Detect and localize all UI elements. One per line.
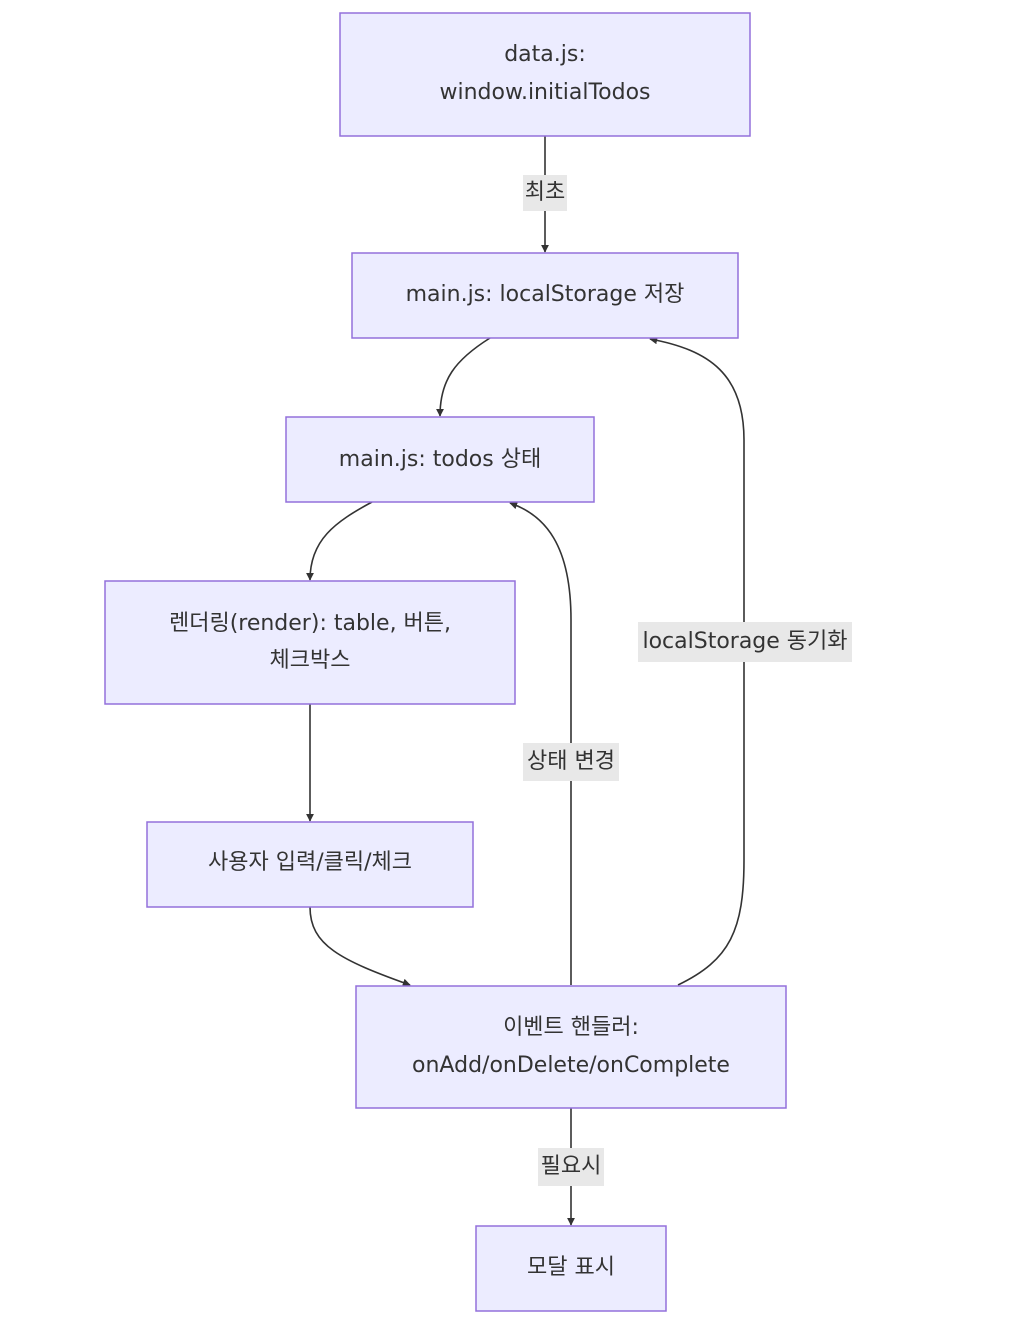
node-todos-state: main.js: todos 상태 — [285, 416, 595, 503]
edge-handler-to-state — [509, 501, 572, 985]
edge-state-to-render — [306, 501, 373, 581]
node-event-handler-line1: 이벤트 핸들러: — [503, 1015, 639, 1040]
node-render: 렌더링(render): table, 버튼, 체크박스 — [104, 580, 516, 705]
edge-label-initial: 최초 — [523, 175, 567, 211]
edge-label-state-change-text: 상태 변경 — [527, 749, 615, 774]
node-event-handler: 이벤트 핸들러: onAdd/onDelete/onComplete — [355, 985, 787, 1109]
edge-label-state-change: 상태 변경 — [523, 743, 619, 781]
edge-label-if-needed-text: 필요시 — [541, 1154, 602, 1179]
edge-storage-to-state — [436, 337, 491, 417]
node-local-storage: main.js: localStorage 저장 — [351, 252, 739, 339]
node-data-js-line2: window.initialTodos — [440, 80, 651, 105]
node-render-line2: 체크박스 — [270, 648, 351, 673]
node-local-storage-label: main.js: localStorage 저장 — [406, 282, 685, 307]
edge-label-sync-text: localStorage 동기화 — [642, 629, 847, 654]
edge-label-initial-text: 최초 — [525, 180, 565, 205]
node-render-line1: 렌더링(render): table, 버튼, — [169, 611, 451, 636]
node-data-js-line1: data.js: — [504, 42, 586, 67]
node-event-handler-line2: onAdd/onDelete/onComplete — [412, 1053, 730, 1078]
edge-label-if-needed: 필요시 — [538, 1148, 604, 1186]
node-data-js: data.js: window.initialTodos — [339, 12, 751, 137]
node-modal: 모달 표시 — [475, 1225, 667, 1312]
edge-label-sync: localStorage 동기화 — [638, 622, 852, 662]
node-user-input-label: 사용자 입력/클릭/체크 — [208, 850, 412, 875]
node-user-input: 사용자 입력/클릭/체크 — [146, 821, 474, 908]
edge-input-to-handler — [309, 906, 411, 987]
node-modal-label: 모달 표시 — [527, 1255, 615, 1280]
node-todos-state-label: main.js: todos 상태 — [339, 447, 541, 472]
